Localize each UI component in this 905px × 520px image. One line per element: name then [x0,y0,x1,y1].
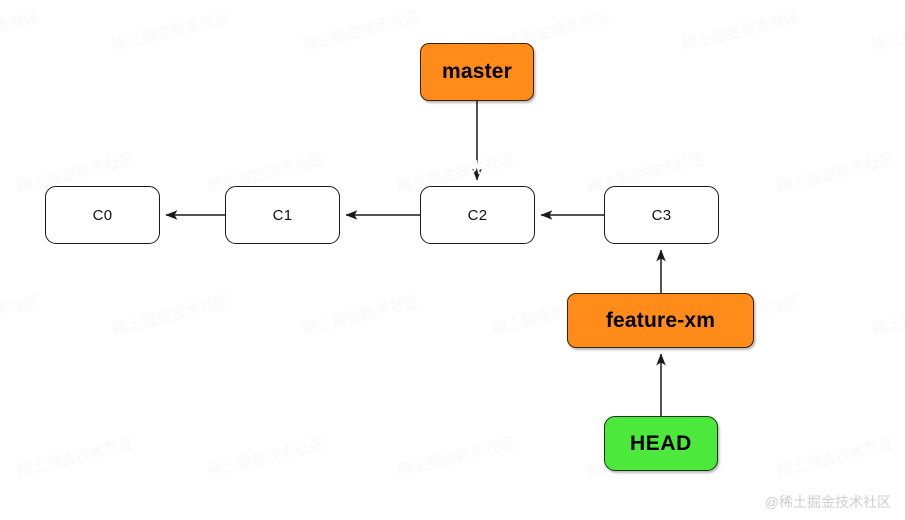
commit-node-c3[interactable]: C3 [604,186,719,244]
corner-watermark: @稀土掘金技术社区 [764,494,891,510]
commit-node-c1[interactable]: C1 [225,186,340,244]
commit-label: C1 [272,206,293,224]
commit-label: C0 [92,206,113,224]
commit-label: C3 [651,206,672,224]
commit-node-c2[interactable]: C2 [420,186,535,244]
branch-label-text: feature-xm [605,308,716,332]
branch-label-feature-xm[interactable]: feature-xm [567,293,754,348]
head-label-text: HEAD [630,431,692,455]
head-pointer-label[interactable]: HEAD [604,416,718,471]
commit-label: C2 [467,206,488,224]
branch-label-master[interactable]: master [420,43,534,101]
branch-label-text: master [441,60,513,83]
commit-node-c0[interactable]: C0 [45,186,160,244]
